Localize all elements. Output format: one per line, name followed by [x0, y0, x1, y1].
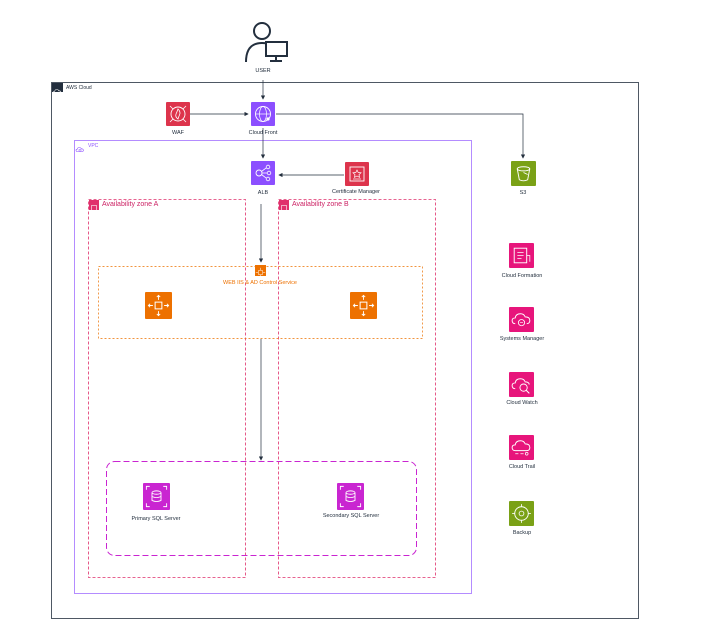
- rds-primary-icon[interactable]: [143, 483, 170, 510]
- cloudfront-label: Cloud Front: [248, 130, 278, 136]
- zone-b-boundary: [278, 199, 436, 578]
- vpc-label: VPC: [88, 143, 99, 149]
- alb-label: ALB: [257, 190, 269, 196]
- waf-label: WAF: [171, 130, 184, 136]
- rds-secondary-icon[interactable]: [337, 483, 364, 510]
- waf-icon[interactable]: [166, 102, 190, 126]
- backup-icon[interactable]: [509, 501, 534, 526]
- ec2-instance-a-icon[interactable]: [145, 292, 172, 319]
- aws-cloud-icon: [52, 83, 63, 94]
- zone-a-label: Availability zone A: [102, 201, 159, 208]
- cloudfront-icon[interactable]: [251, 102, 275, 126]
- ec2-instance-b-icon[interactable]: [350, 292, 377, 319]
- systems-manager-label: Systems Manager: [499, 336, 545, 342]
- systems-manager-icon[interactable]: [509, 307, 534, 332]
- asg-label: WEB IIS & AD Control Service: [223, 280, 297, 286]
- edge-cloudfront-s3: [276, 113, 526, 159]
- user-label: USER: [255, 68, 271, 74]
- vpc-icon: [75, 141, 85, 152]
- s3-label: S3: [519, 190, 527, 196]
- cloudformation-icon[interactable]: [509, 243, 534, 268]
- certificate-manager-label: Certificate Manager: [332, 189, 380, 195]
- zone-b-icon: [279, 200, 289, 211]
- backup-label: Backup: [512, 530, 532, 536]
- rds-primary-label: Primary SQL Server: [131, 516, 181, 522]
- zone-a-boundary: [88, 199, 246, 578]
- cloudformation-label: Cloud Formation: [501, 273, 543, 279]
- zone-b-label: Availability zone B: [292, 201, 349, 208]
- rds-secondary-label: Secondary SQL Server: [322, 513, 380, 519]
- zone-a-icon: [89, 200, 99, 211]
- cloudtrail-label: Cloud Trail: [508, 464, 536, 470]
- cloudwatch-icon[interactable]: [509, 372, 534, 397]
- auto-scaling-icon: [255, 265, 266, 278]
- db-group-boundary: [106, 461, 417, 556]
- vpc-boundary: [74, 140, 472, 594]
- s3-bucket-icon[interactable]: [511, 161, 536, 186]
- cloudwatch-label: Cloud Watch: [506, 400, 538, 406]
- aws-cloud-label: AWS Cloud: [66, 85, 92, 91]
- alb-icon[interactable]: [251, 161, 275, 185]
- certificate-manager-icon[interactable]: [345, 162, 369, 186]
- user-icon: [242, 20, 290, 64]
- aws-cloud-boundary: [51, 82, 639, 619]
- cloudtrail-icon[interactable]: [509, 435, 534, 460]
